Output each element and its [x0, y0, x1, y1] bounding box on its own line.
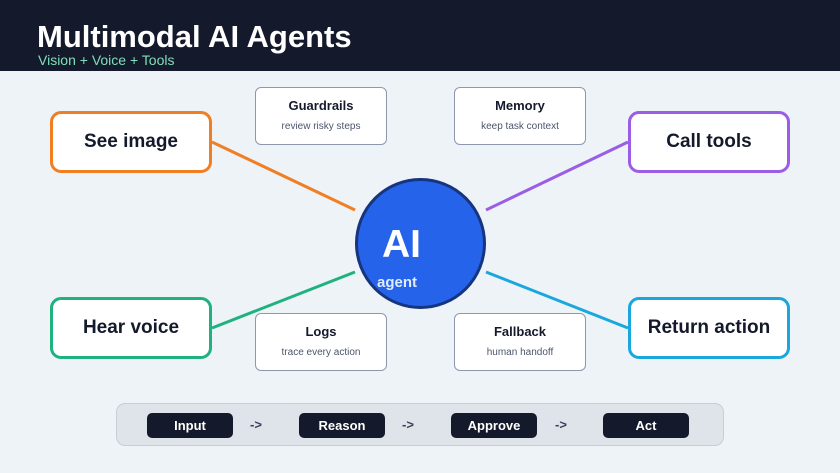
node-return-action: Return action: [628, 297, 790, 359]
node-hear-voice: Hear voice: [50, 297, 212, 359]
pipeline-step-act: Act: [603, 413, 689, 438]
info-card-guardrails: Guardrails review risky steps: [255, 87, 387, 145]
info-card-fallback: Fallback human handoff: [454, 313, 586, 371]
connector-return-action: [485, 270, 629, 330]
info-card-title: Logs: [305, 324, 337, 339]
connector-hear-voice: [211, 270, 356, 330]
info-card-title: Guardrails: [288, 98, 354, 113]
node-see-image: See image: [50, 111, 212, 173]
info-card-title: Memory: [495, 98, 545, 113]
info-card-desc: keep task context: [481, 121, 559, 132]
pipeline-arrow: ->: [555, 417, 567, 432]
pipeline-step-reason: Reason: [299, 413, 385, 438]
info-card-title: Fallback: [493, 324, 547, 339]
pipeline-step-input: Input: [147, 413, 233, 438]
hub-subtitle: agent: [377, 274, 418, 291]
pipeline-step-approve: Approve: [451, 413, 537, 438]
pipeline-bar: Input -> Reason -> Approve -> Act: [116, 403, 724, 446]
header-bar: Multimodal AI Agents Vision + Voice + To…: [0, 0, 840, 71]
page-title: Multimodal AI Agents: [37, 19, 352, 54]
info-card-desc: review risky steps: [281, 121, 361, 132]
pipeline-arrow: ->: [402, 417, 414, 432]
hub-title: AI: [382, 223, 421, 266]
ai-agent-hub: AI agent: [355, 178, 486, 309]
pipeline-arrow: ->: [250, 417, 262, 432]
connector-call-tools: [485, 140, 629, 212]
info-card-desc: human handoff: [486, 347, 554, 358]
info-card-desc: trace every action: [281, 347, 361, 358]
page-subtitle: Vision + Voice + Tools: [38, 52, 175, 68]
info-card-logs: Logs trace every action: [255, 313, 387, 371]
connector-see-image: [211, 140, 356, 212]
node-call-tools: Call tools: [628, 111, 790, 173]
info-card-memory: Memory keep task context: [454, 87, 586, 145]
